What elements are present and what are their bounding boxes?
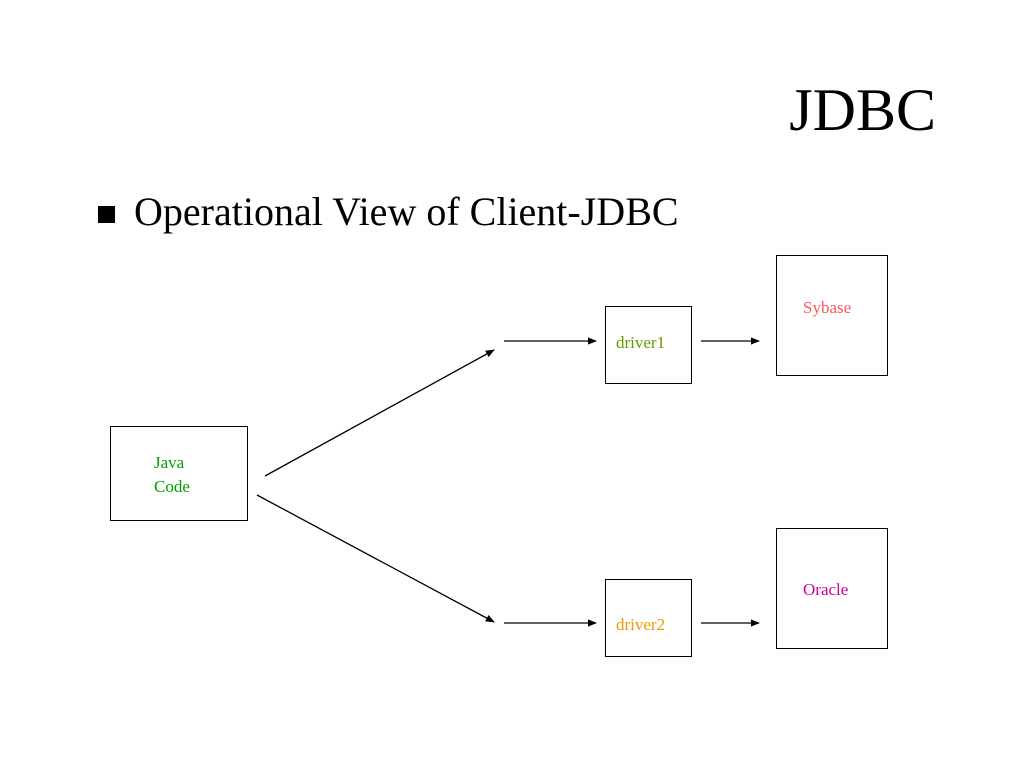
java-code-box	[110, 426, 248, 521]
java-code-line1: Java	[154, 453, 185, 472]
bullet-item: Operational View of Client-JDBC	[98, 192, 679, 232]
driver1-box	[605, 306, 692, 384]
bullet-square-icon	[98, 205, 115, 223]
arrow-java-to-lower	[256, 494, 495, 623]
bullet-text: Operational View of Client-JDBC	[134, 189, 679, 234]
java-code-label: Java Code	[154, 451, 190, 499]
oracle-box	[776, 528, 888, 649]
driver2-label: driver2	[616, 615, 666, 634]
java-code-line2: Code	[154, 477, 190, 496]
driver1-label: driver1	[616, 333, 666, 352]
oracle-label: Oracle	[803, 580, 849, 599]
sybase-label: Sybase	[803, 298, 852, 317]
driver2-box	[605, 579, 692, 657]
slide-title: JDBC	[789, 77, 936, 143]
sybase-box	[776, 255, 888, 376]
arrow-java-to-upper	[264, 349, 495, 477]
